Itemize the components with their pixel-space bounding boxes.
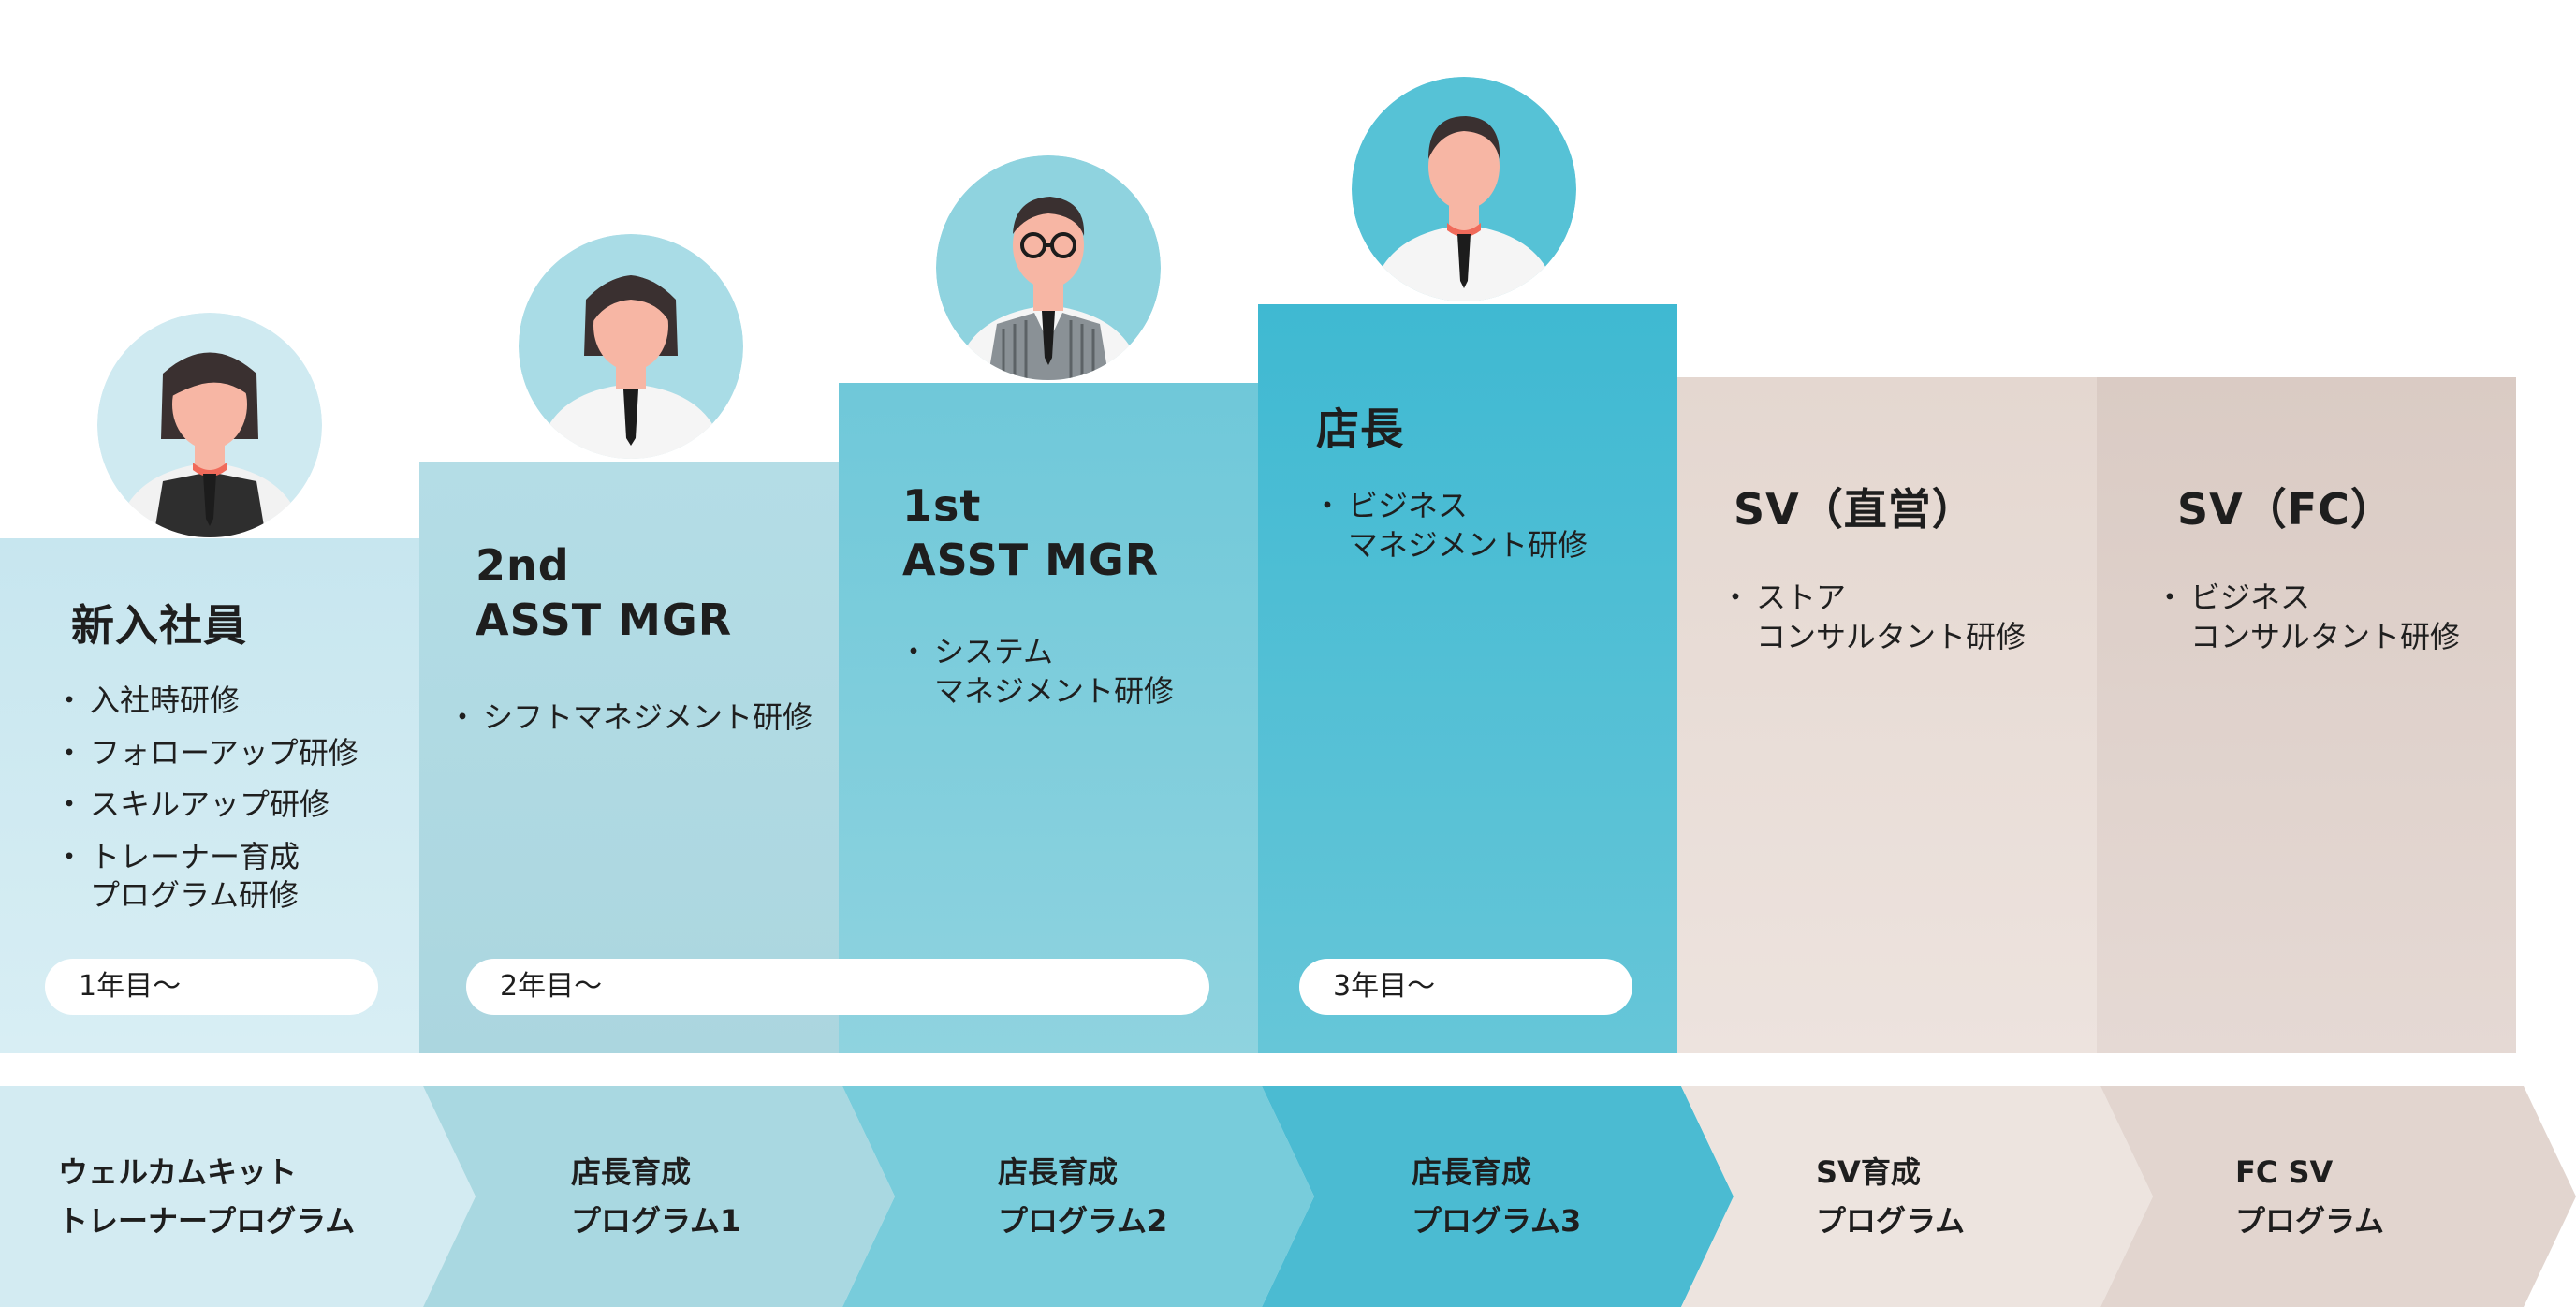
stage-block-1st-asst-mgr [839,383,1258,1053]
program-arrow-1 [0,1086,476,1307]
stage-title-sv-fc: SV（FC） [2177,484,2394,535]
program-arrow-6 [2100,1086,2576,1307]
employee-avatar-icon [97,313,322,537]
timeline-year-2: 2年目〜 [466,959,1209,1015]
training-item: ビジネス コンサルタント研修 [2155,579,2460,656]
program-label-6: FC SV プログラム [2235,1154,2385,1239]
glasses-man-avatar-icon [936,155,1161,380]
stage-title-sv-direct: SV（直営） [1734,484,1976,535]
stage-block-2nd-asst-mgr [419,462,839,1053]
stage-title-new-employee: 新入社員 [71,600,247,651]
training-item: スキルアップ研修 [54,786,359,825]
stage-block-sv-direct [1677,377,2097,1053]
training-item: 入社時研修 [54,682,359,721]
training-list-2nd-asst-mgr: シフトマネジメント研修 [447,698,812,751]
stage-block-store-manager [1258,304,1677,1053]
program-label-5: SV育成 プログラム [1816,1154,1966,1239]
training-list-sv-direct: ストア コンサルタント研修 [1720,579,2026,669]
training-item: ストア コンサルタント研修 [1720,579,2026,656]
woman-avatar-icon [519,234,743,459]
training-item: シフトマネジメント研修 [447,698,812,738]
program-arrow-3 [842,1086,1314,1307]
training-list-store-manager: ビジネス マネジメント研修 [1312,487,1588,578]
stage-title-store-manager: 店長 [1316,404,1404,454]
stage-block-sv-fc [2097,377,2516,1053]
training-list-1st-asst-mgr: システム マネジメント研修 [899,633,1174,724]
training-item: トレーナー育成 プログラム研修 [54,838,359,916]
program-arrow-bar [0,1086,2576,1307]
stage-title-2nd-asst-mgr: 2nd ASST MGR [476,540,733,645]
timeline-year-1: 1年目〜 [45,959,378,1015]
training-list-new-employee: 入社時研修 フォローアップ研修 スキルアップ研修 トレーナー育成 プログラム研修 [54,682,359,929]
program-arrow-5 [1681,1086,2153,1307]
training-item: ビジネス マネジメント研修 [1312,487,1588,565]
program-label-1: ウェルカムキット トレーナープログラム [58,1154,356,1239]
program-label-4: 店長育成 プログラム3 [1412,1154,1582,1239]
program-label-2: 店長育成 プログラム1 [571,1154,741,1239]
training-item: システム マネジメント研修 [899,633,1174,711]
stage-title-1st-asst-mgr: 1st ASST MGR [902,480,1160,585]
training-item: フォローアップ研修 [54,734,359,773]
program-arrow-2 [423,1086,895,1307]
program-label-3: 店長育成 プログラム2 [998,1154,1168,1239]
manager-avatar-icon [1352,77,1576,301]
program-arrow-4 [1262,1086,1734,1307]
training-list-sv-fc: ビジネス コンサルタント研修 [2155,579,2460,669]
timeline-year-3: 3年目〜 [1299,959,1632,1015]
